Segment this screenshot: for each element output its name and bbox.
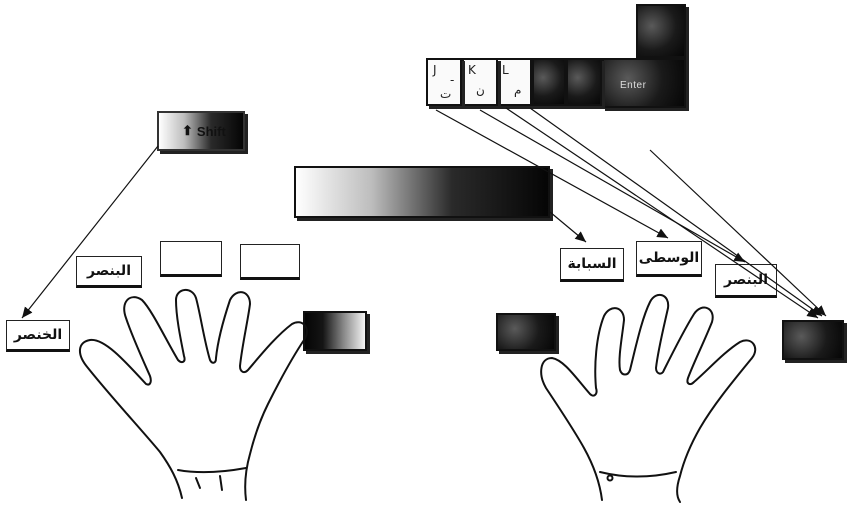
arrow-k-to-middle xyxy=(480,110,745,262)
arrow-enter-to-pinky xyxy=(650,150,826,316)
arrow-j-to-index xyxy=(436,110,668,238)
left-hand-outline xyxy=(80,290,307,500)
arrow-shift-to-pinky xyxy=(22,146,158,318)
arrow-l-to-ring xyxy=(506,108,818,318)
arrow-space-to-index xyxy=(550,212,586,242)
arrow-semicolon-to-pinky xyxy=(530,108,822,316)
right-hand-outline xyxy=(541,295,755,502)
